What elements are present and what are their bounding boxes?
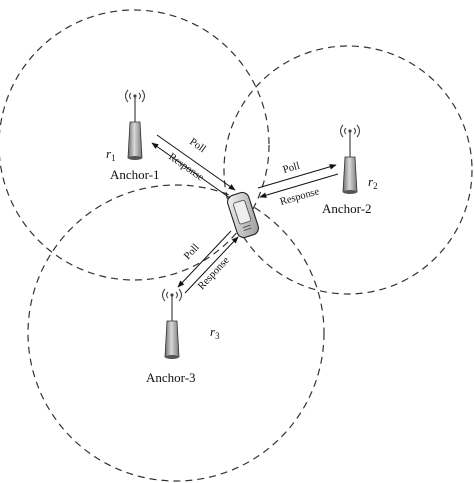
response-arrow-1 (151, 142, 231, 199)
anchor-1-range-circle (0, 9, 270, 281)
radius-label-3: r3 (210, 324, 220, 341)
poll-label-3: Poll (182, 242, 202, 262)
anchor-3-range-circle (27, 184, 325, 482)
anchor-2-tower-icon (339, 124, 361, 194)
poll-label-1: Poll (187, 136, 207, 155)
radius-label-1: r1 (106, 146, 116, 163)
anchor-3-tower-icon (161, 288, 183, 359)
poll-label-2: Poll (282, 161, 301, 176)
anchor-1-tower-icon (124, 89, 146, 160)
response-arrow-3 (184, 236, 239, 294)
anchor-2-label: Anchor-2 (322, 201, 372, 216)
radius-label-2: r2 (368, 174, 378, 191)
response-label-1: Response (166, 151, 206, 183)
poll-arrow-1 (156, 134, 236, 191)
poll-arrow-3 (177, 230, 232, 288)
anchor-2-range-circle (223, 45, 473, 295)
response-label-3: Response (196, 255, 232, 292)
response-arrow-2 (259, 173, 339, 198)
poll-arrow-2 (257, 164, 337, 189)
anchor-1-label: Anchor-1 (110, 167, 160, 182)
anchor-3-label: Anchor-3 (146, 370, 196, 385)
tag-device-icon (227, 191, 259, 239)
